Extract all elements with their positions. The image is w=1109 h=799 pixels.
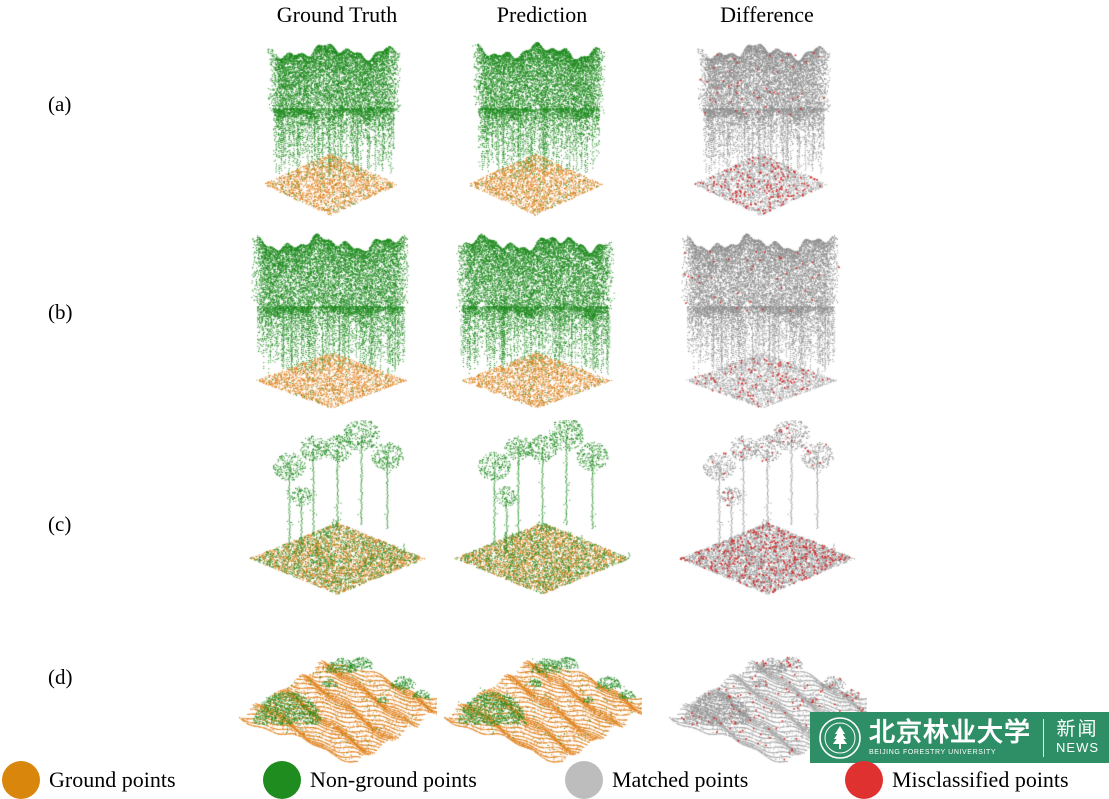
legend-label-ground-points: Ground points: [49, 766, 176, 792]
pointcloud-a-prediction: [442, 38, 642, 223]
row-label-a: (a): [48, 92, 72, 116]
legend-item-misclassified-points: Misclassified points: [845, 760, 1069, 799]
university-name-en: BEIJING FORESTRY UNIVERSITY: [869, 748, 997, 756]
legend-item-matched-points: Matched points: [565, 760, 748, 799]
row-label-b: (b): [48, 300, 73, 324]
university-name: 北京林业大学 BEIJING FORESTRY UNIVERSITY: [869, 718, 1032, 756]
bfu-watermark: 北京林业大学 BEIJING FORESTRY UNIVERSITY 新闻 NE…: [810, 712, 1109, 763]
column-header-difference: Difference: [720, 2, 814, 27]
news-label-en: NEWS: [1056, 739, 1100, 755]
legend-dot-misclassified-points: [845, 760, 883, 799]
legend-item-ground-points: Ground points: [2, 760, 176, 799]
news-label: 新闻 NEWS: [1056, 718, 1100, 755]
pointcloud-a-ground-truth: [237, 38, 437, 223]
pointcloud-b-ground-truth: [237, 228, 437, 413]
legend-item-non-ground-points: Non-ground points: [263, 760, 477, 799]
legend-dot-non-ground-points: [263, 760, 301, 799]
pointcloud-c-prediction: [442, 420, 642, 610]
news-label-cn: 新闻: [1056, 718, 1099, 740]
legend-label-matched-points: Matched points: [612, 766, 749, 792]
row-label-d: (d): [48, 665, 73, 689]
column-header-prediction: Prediction: [496, 2, 588, 27]
pointcloud-a-difference: [667, 38, 867, 223]
pointcloud-d-ground-truth: [237, 612, 437, 767]
legend-label-non-ground-points: Non-ground points: [310, 766, 477, 792]
pointcloud-c-difference: [667, 420, 867, 610]
pointcloud-b-difference: [667, 228, 867, 413]
legend-label-misclassified-points: Misclassified points: [892, 766, 1069, 792]
watermark-divider: [1043, 718, 1045, 757]
legend-dot-ground-points: [2, 760, 40, 799]
pointcloud-d-prediction: [442, 612, 642, 767]
university-seal-icon: [819, 716, 861, 759]
pointcloud-b-prediction: [442, 228, 642, 413]
legend-dot-matched-points: [565, 760, 603, 799]
university-name-cn: 北京林业大学: [869, 718, 1032, 748]
pointcloud-c-ground-truth: [237, 420, 437, 610]
column-header-ground-truth: Ground Truth: [276, 2, 398, 27]
row-label-c: (c): [48, 512, 72, 536]
